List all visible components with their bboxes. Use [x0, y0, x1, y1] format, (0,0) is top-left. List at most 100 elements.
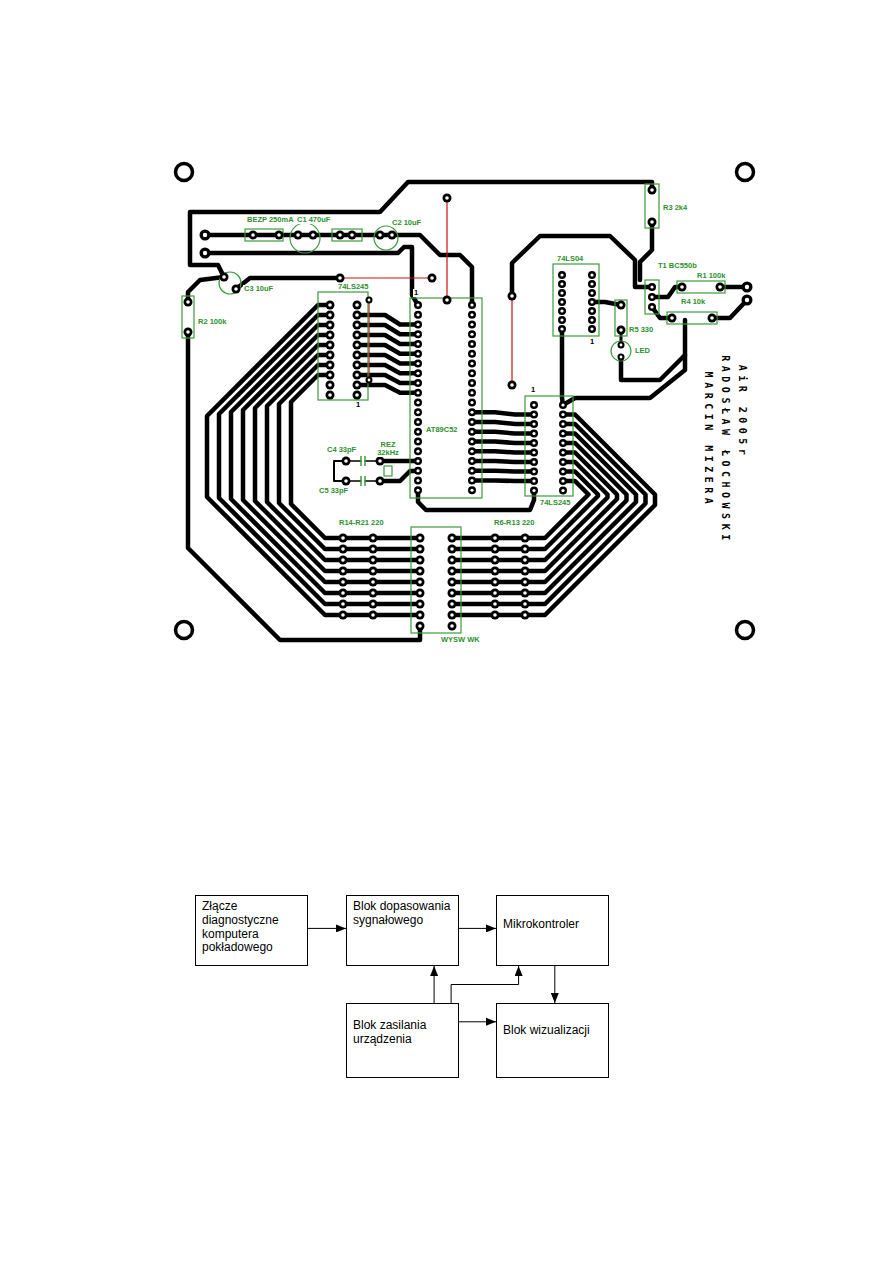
drill-hole — [523, 569, 527, 573]
drill-hole — [341, 536, 345, 540]
solder-pad — [336, 231, 345, 240]
drill-hole — [450, 624, 454, 628]
drill-hole — [430, 276, 434, 280]
solder-pad — [588, 289, 596, 297]
drill-hole — [590, 291, 593, 294]
drill-hole — [450, 580, 454, 584]
solder-pad — [448, 611, 457, 620]
solder-pad — [468, 428, 476, 436]
solder-pad — [414, 399, 422, 407]
solder-pad — [369, 600, 378, 609]
solder-pad — [414, 321, 422, 329]
drill-hole — [418, 536, 422, 540]
drill-hole — [328, 303, 332, 307]
solder-pad — [521, 578, 530, 587]
drill-hole — [561, 460, 564, 463]
solder-pad — [468, 486, 476, 494]
drill-hole — [355, 303, 359, 307]
solder-pad — [353, 391, 362, 400]
copper-trace — [205, 247, 418, 305]
drill-hole — [470, 411, 473, 414]
solder-pad — [558, 298, 566, 306]
copper-trace — [525, 424, 646, 604]
process-box: Złącze diagnostyczne komputera pokładowe… — [195, 895, 308, 966]
drill-hole — [560, 273, 563, 276]
copper-trace — [207, 305, 343, 615]
drill-hole — [493, 536, 497, 540]
drill-hole — [470, 489, 473, 492]
part-label: T1 BC550b — [657, 262, 698, 270]
drill-hole — [561, 441, 564, 444]
drill-hole — [493, 558, 497, 562]
solder-pad — [416, 578, 425, 587]
solder-pad — [448, 534, 457, 543]
drill-hole — [416, 362, 419, 365]
drill-hole — [710, 316, 714, 320]
drill-hole — [470, 479, 473, 482]
drill-hole — [416, 303, 419, 306]
solder-pad — [448, 622, 457, 631]
solder-pad — [353, 351, 362, 360]
drill-hole — [186, 300, 190, 304]
pin-number: 1 — [355, 401, 361, 409]
solder-pad — [416, 545, 425, 554]
solder-pad — [416, 589, 425, 598]
solder-pad — [530, 449, 538, 457]
drill-hole — [355, 333, 359, 337]
solder-pad — [414, 340, 422, 348]
part-label: BEZP 250mA — [246, 216, 295, 224]
solder-pad — [491, 589, 500, 598]
drill-hole — [523, 613, 527, 617]
solder-pad — [326, 331, 335, 340]
drill-hole — [338, 233, 342, 237]
solder-pad — [491, 611, 500, 620]
solder-pad — [648, 218, 657, 227]
solder-pad — [448, 556, 457, 565]
drill-hole — [344, 459, 348, 463]
solder-pad — [618, 354, 625, 361]
solder-pad — [468, 389, 476, 397]
drill-hole — [470, 401, 473, 404]
pin-number: 1 — [589, 338, 595, 346]
drill-hole — [328, 373, 332, 377]
drill-hole — [470, 313, 473, 316]
solder-pad — [353, 301, 362, 310]
solder-pad — [448, 589, 457, 598]
pin-number: 1 — [413, 289, 419, 297]
drill-hole — [523, 591, 527, 595]
jumper-outline — [332, 229, 362, 241]
solder-pad — [559, 477, 567, 485]
drill-hole — [510, 294, 514, 298]
solder-pad — [369, 578, 378, 587]
solder-pad — [339, 545, 348, 554]
solder-pad — [416, 622, 425, 631]
process-box: Blok zasilania urządzenia — [346, 1003, 459, 1078]
solder-pad — [559, 420, 567, 428]
drill-hole — [561, 403, 564, 406]
drill-hole — [620, 356, 623, 359]
solder-pad — [559, 401, 567, 409]
drill-hole — [328, 383, 332, 387]
box-text: Złącze diagnostyczne komputera pokładowe… — [202, 900, 301, 955]
solder-pad — [558, 307, 566, 315]
drill-hole — [371, 558, 375, 562]
drill-hole — [470, 372, 473, 375]
drill-hole — [560, 300, 563, 303]
solder-pad — [428, 274, 437, 283]
solder-pad — [521, 589, 530, 598]
capacitor-outline — [374, 226, 398, 250]
drill-hole — [416, 372, 419, 375]
capacitor-symbol — [364, 476, 366, 486]
solder-pad — [491, 567, 500, 576]
copper-trace — [452, 558, 525, 563]
drill-hole — [251, 233, 255, 237]
solder-pad — [200, 248, 211, 259]
ic-outline — [553, 264, 599, 336]
solder-pad — [414, 389, 422, 397]
drill-hole — [445, 298, 449, 302]
part-label: LED — [634, 347, 651, 355]
connector-arrow — [451, 966, 518, 1003]
drill-hole — [590, 273, 593, 276]
solder-pad — [326, 391, 335, 400]
solder-pad — [588, 325, 596, 333]
